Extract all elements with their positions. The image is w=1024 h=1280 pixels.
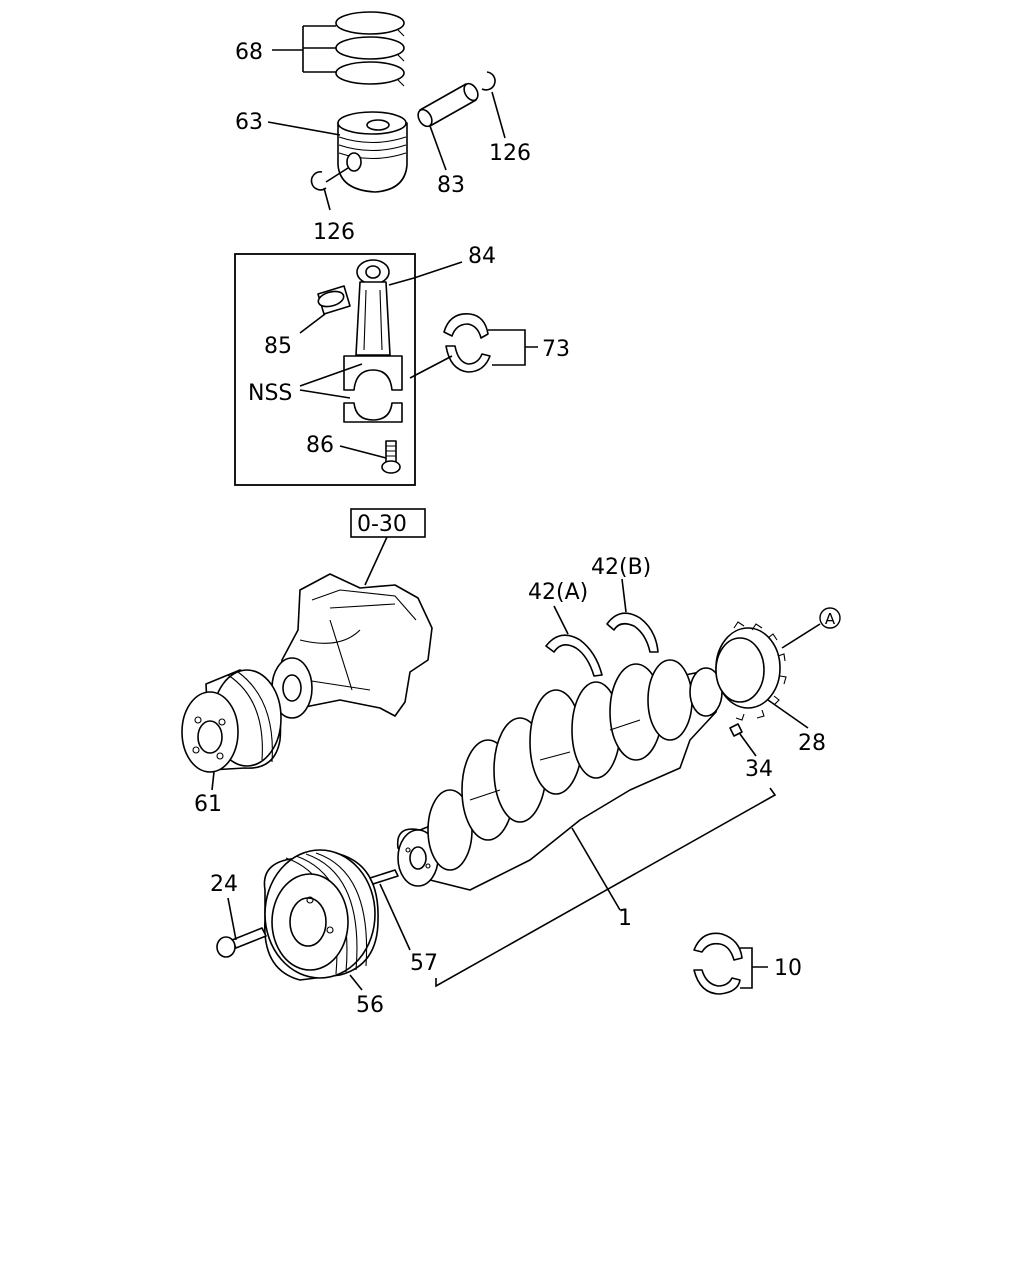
connecting-rod-bolt[interactable]: [381, 440, 401, 474]
bearings-label: 73: [542, 337, 570, 362]
main-bearings[interactable]: [693, 932, 743, 995]
connecting-rod-leader: [388, 261, 463, 286]
piston-pin-leader: [429, 125, 447, 171]
piston-leader: [267, 121, 341, 136]
thrust-washer-b-leader: [621, 578, 627, 613]
snap-ring-upper-leader: [491, 91, 506, 139]
bolt-label: 86: [306, 433, 334, 458]
bushing-label: 85: [264, 334, 292, 359]
reference-label[interactable]: 0-30: [357, 512, 407, 537]
nss-label: NSS: [248, 381, 292, 406]
crankshaft-gear[interactable]: [715, 621, 787, 721]
main-bearings-leader: [740, 947, 768, 989]
bearings-leader: [409, 329, 538, 379]
reference-circle-a-label: A: [825, 610, 836, 628]
crankshaft-label: 1: [618, 906, 632, 931]
piston-rings-leader: [272, 25, 336, 73]
piston-pin-label: 83: [437, 173, 465, 198]
connecting-rod-kit-box: [234, 253, 416, 486]
crankshaft-bracket: [435, 787, 777, 988]
snap-ring-lower[interactable]: [310, 171, 327, 191]
bolt-24-label: 24: [210, 872, 238, 897]
dowel-pin-label: 34: [745, 757, 773, 782]
reference-box[interactable]: [350, 508, 426, 538]
gear-leader: [767, 699, 809, 729]
connecting-rod-bushing[interactable]: [317, 285, 351, 315]
key-pin-leader: [379, 883, 411, 951]
nss-leader: [299, 363, 363, 399]
pulley-56-label: 56: [356, 993, 384, 1018]
bolt-24-leader: [227, 897, 237, 941]
pulley-56-leader: [349, 974, 363, 991]
dowel-pin-leader: [739, 733, 757, 757]
bolt-leader: [339, 445, 387, 459]
crankshaft-leader: [571, 827, 621, 911]
connecting-rod-label: 84: [468, 244, 496, 269]
crankshaft[interactable]: [396, 659, 723, 891]
thrust-washer-b[interactable]: [606, 612, 659, 653]
piston-rings[interactable]: [335, 11, 405, 87]
crankshaft-pulley[interactable]: [263, 849, 379, 981]
piston-rings-label: 68: [235, 40, 263, 65]
main-bearings-label: 10: [774, 956, 802, 981]
thrust-washer-a-label: 42(A): [528, 580, 588, 605]
snap-ring-lower-label: 126: [313, 220, 355, 245]
snap-ring-upper[interactable]: [481, 71, 496, 91]
gear-label: 28: [798, 731, 826, 756]
thrust-washer-a-leader: [553, 605, 569, 635]
pulley-61-leader: [211, 771, 215, 791]
key-pin-label: 57: [410, 951, 438, 976]
water-pump-pulley[interactable]: [181, 669, 282, 773]
thrust-washer-b-label: 42(B): [591, 555, 651, 580]
reference-circle-a: [819, 607, 841, 629]
water-pump-housing[interactable]: [271, 573, 433, 719]
snap-ring-lower-leader: [323, 167, 349, 211]
thrust-washer-a[interactable]: [545, 634, 603, 677]
key-pin[interactable]: [369, 869, 399, 885]
snap-ring-upper-label: 126: [489, 141, 531, 166]
bushing-leader: [299, 313, 326, 334]
piston-label: 63: [235, 110, 263, 135]
dowel-pin[interactable]: [729, 723, 743, 737]
piston-pin[interactable]: [415, 81, 480, 129]
reference-leader: [364, 536, 388, 586]
pulley-bolt[interactable]: [216, 927, 267, 958]
piston[interactable]: [337, 111, 408, 193]
reference-a-leader: [781, 623, 821, 649]
pulley-61-label: 61: [194, 792, 222, 817]
connecting-rod-bearings[interactable]: [443, 313, 491, 373]
